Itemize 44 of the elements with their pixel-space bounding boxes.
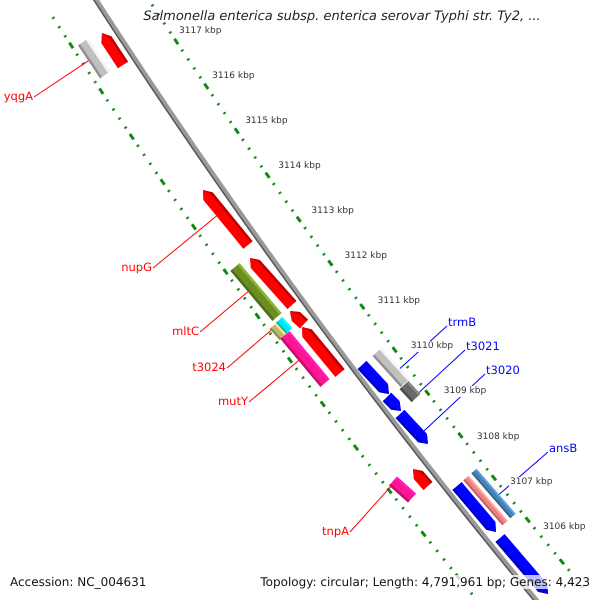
leader-line — [34, 60, 89, 98]
tick-label: 3117 kbp — [178, 26, 222, 36]
leader-line — [248, 360, 300, 402]
tick-label: 3108 kbp — [476, 432, 520, 442]
tick-label: 3110 kbp — [410, 341, 454, 352]
pointed-gene-block — [396, 410, 428, 444]
tick-label: 3113 kbp — [310, 206, 355, 217]
gene-label: tnpA — [322, 525, 349, 539]
gene-label: mutY — [218, 395, 248, 409]
tick-label: 3115 kbp — [244, 116, 289, 127]
leader-line — [350, 486, 391, 532]
tick-label: 3114 kbp — [277, 160, 322, 172]
tick-label: 3107 kbp — [509, 476, 554, 488]
leader-line — [418, 350, 466, 393]
gene-block — [389, 476, 416, 502]
gene-label: t3024 — [192, 361, 226, 375]
gene-block — [78, 38, 110, 78]
pointed-gene-block — [290, 311, 308, 328]
gene-label: t3020 — [486, 364, 520, 378]
gene-label: yqgA — [4, 90, 33, 104]
pointed-gene-block — [452, 482, 496, 532]
tick-label: 3112 kbp — [344, 251, 388, 262]
pointed-gene-block — [358, 360, 389, 394]
gene-label: t3021 — [466, 340, 500, 354]
gene-label: nupG — [121, 261, 152, 275]
gene-block — [280, 331, 330, 387]
pointed-gene-block — [101, 33, 128, 68]
tick-label: 3111 kbp — [376, 296, 421, 307]
pointed-gene-block — [413, 469, 432, 490]
gene-label: mltC — [172, 325, 199, 339]
gene-block — [230, 263, 282, 321]
gene-label: ansB — [549, 442, 578, 456]
tick-label: 3109 kbp — [442, 386, 488, 398]
leader-line — [152, 216, 218, 268]
pointed-gene-block — [203, 190, 253, 249]
map-title: Salmonella enterica subsp. enterica serovar Typhi str. Ty2, ... — [142, 9, 542, 25]
tick-label: 3106 kbp — [542, 522, 586, 532]
gene-label: trmB — [448, 316, 476, 330]
tick-label: 3116 kbp — [211, 70, 256, 82]
pointed-gene-block — [382, 392, 401, 411]
leader-line — [226, 330, 272, 368]
footer-text: Topology: circular; Length: 4,791,961 bp; Genes: 4,423 — [260, 574, 590, 590]
gene-block — [400, 380, 420, 402]
footer-text: Accession: NC_004631 — [10, 574, 146, 590]
